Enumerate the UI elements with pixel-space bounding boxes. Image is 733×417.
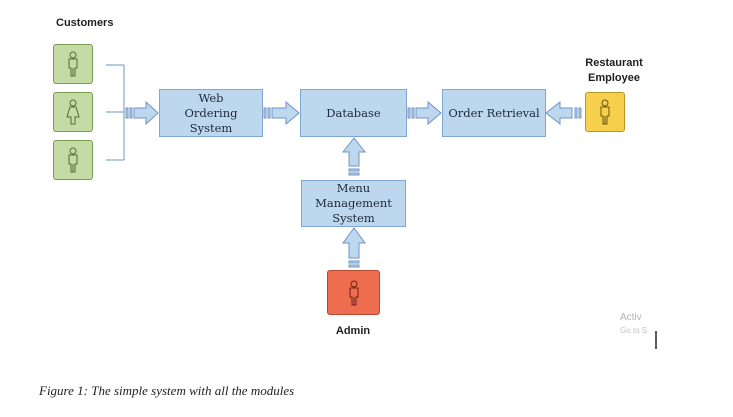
customer-2-actor <box>53 92 93 132</box>
web-ordering-system-box: Web Ordering System <box>159 89 263 137</box>
database-label: Database <box>326 105 381 120</box>
customer-1-actor <box>53 44 93 84</box>
customer-bracket <box>106 64 125 161</box>
menu-management-system-label: Menu Management System <box>315 181 392 225</box>
person-icon <box>600 99 610 125</box>
arrow-database-to-order <box>407 100 442 126</box>
database-box: Database <box>300 89 407 137</box>
admin-label: Admin <box>335 325 371 337</box>
menu-management-system-box: Menu Management System <box>301 180 406 227</box>
arrow-customers-to-web <box>125 100 159 126</box>
arrow-employee-to-order <box>545 100 582 126</box>
person-icon <box>68 51 78 77</box>
person-icon <box>66 99 80 125</box>
arrow-web-to-database <box>263 100 300 126</box>
restaurant-employee-label: Restaurant Employee <box>585 57 643 84</box>
order-retrieval-box: Order Retrieval <box>442 89 546 137</box>
arrow-menu-to-database <box>341 137 367 176</box>
figure-caption: Figure 1: The simple system with all the… <box>39 383 295 398</box>
web-ordering-system-label: Web Ordering System <box>184 90 238 135</box>
activate-watermark-line1: Activ <box>620 312 642 323</box>
person-icon <box>68 147 78 173</box>
customer-3-actor <box>53 140 93 180</box>
admin-actor <box>327 270 380 315</box>
customers-label: Customers <box>56 17 114 29</box>
person-icon <box>349 280 358 305</box>
restaurant-employee-actor <box>585 92 625 132</box>
activate-watermark-line2: Go to S <box>620 326 648 335</box>
order-retrieval-label: Order Retrieval <box>448 105 540 120</box>
arrow-admin-to-menu <box>342 227 366 268</box>
